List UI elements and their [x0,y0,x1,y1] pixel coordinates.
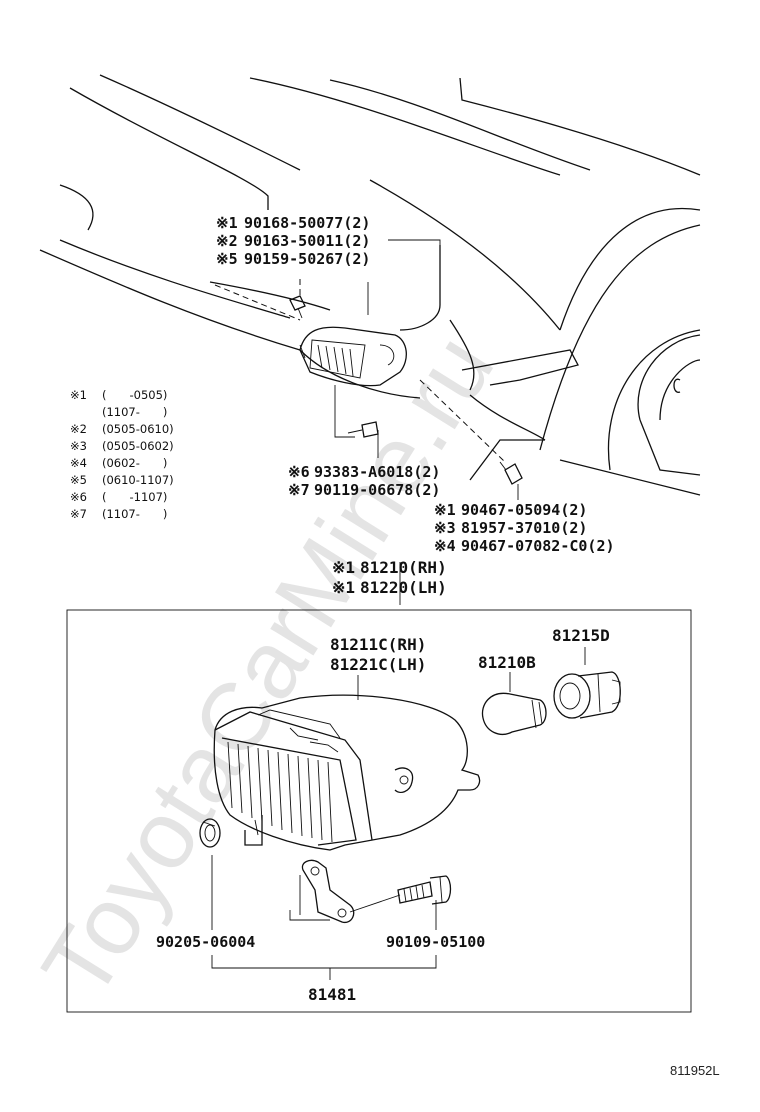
bumper-screw-right [499,461,523,485]
svg-text:※3: ※3 [70,439,87,453]
callout-assembly-lh: ※1 81220(LH) [332,578,447,597]
svg-text:※1: ※1 [434,501,456,519]
svg-text:( -0505): ( -0505) [102,388,167,402]
callout-right-3: ※4 90467-07082-C0(2) [434,537,615,555]
label-bolt: 90109-05100 [386,933,485,951]
svg-text:※6: ※6 [288,463,310,481]
diagram-code: 811952L [670,1063,720,1078]
bulb-icon [481,692,547,735]
svg-text:※5: ※5 [70,473,87,487]
svg-text:(0610-1107): (0610-1107) [102,473,174,487]
legend: ※1 ( -0505) (1107- ) ※2 (0505-0610) ※3 (… [70,388,174,521]
svg-text:90467-07082-C0(2): 90467-07082-C0(2) [461,537,615,555]
fog-lamp-housing [213,694,481,851]
svg-text:(1107- ): (1107- ) [102,405,167,419]
svg-text:※2: ※2 [216,232,238,250]
svg-text:( -1107): ( -1107) [102,490,167,504]
svg-text:※1: ※1 [70,388,87,402]
svg-text:※7: ※7 [288,481,310,499]
callout-mid-1: ※6 93383-A6018(2) [288,463,440,481]
svg-text:(0505-0610): (0505-0610) [102,422,174,436]
callout-top-2: ※2 90163-50011(2) [216,232,370,250]
bolt-icon [397,875,452,905]
svg-text:93383-A6018(2): 93383-A6018(2) [314,463,440,481]
label-housing-lh: 81221C(LH) [330,655,426,674]
callout-mid-2: ※7 90119-06678(2) [288,481,440,499]
svg-text:90467-05094(2): 90467-05094(2) [461,501,587,519]
watermark: ToyotaCarMine.ru [22,317,514,1016]
svg-text:※1: ※1 [332,578,355,597]
svg-text:90159-50267(2): 90159-50267(2) [244,250,370,268]
callout-right-1: ※1 90467-05094(2) [434,501,587,519]
svg-text:※4: ※4 [70,456,87,470]
assembly-box [66,609,692,1013]
socket-icon [553,671,621,719]
svg-text:81210(RH): 81210(RH) [360,558,447,577]
clip-icon [199,818,221,848]
svg-text:※7: ※7 [70,507,87,521]
callout-top-1: ※1 90168-50077(2) [216,214,370,232]
bracket-icon [301,859,355,924]
svg-text:※3: ※3 [434,519,456,537]
bumper-screw-top [289,295,306,319]
label-bulb: 81210B [478,653,536,672]
label-housing-rh: 81211C(RH) [330,635,426,654]
svg-text:※5: ※5 [216,250,238,268]
callout-right-2: ※3 81957-37010(2) [434,519,587,537]
svg-text:※1: ※1 [216,214,238,232]
svg-text:※6: ※6 [70,490,87,504]
label-bracket: 81481 [308,985,356,1004]
svg-text:81957-37010(2): 81957-37010(2) [461,519,587,537]
svg-text:(1107- ): (1107- ) [102,507,167,521]
svg-text:(0602- ): (0602- ) [102,456,167,470]
label-clip: 90205-06004 [156,933,255,951]
svg-text:90119-06678(2): 90119-06678(2) [314,481,440,499]
svg-text:※4: ※4 [434,537,456,555]
svg-text:90168-50077(2): 90168-50077(2) [244,214,370,232]
svg-text:※2: ※2 [70,422,87,436]
label-socket: 81215D [552,626,610,645]
callout-assembly-rh: ※1 81210(RH) [332,558,447,577]
svg-text:※1: ※1 [332,558,355,577]
svg-text:90163-50011(2): 90163-50011(2) [244,232,370,250]
svg-text:81220(LH): 81220(LH) [360,578,447,597]
fog-lamp-installed [299,326,407,387]
callout-top-3: ※5 90159-50267(2) [216,250,370,268]
svg-text:(0505-0602): (0505-0602) [102,439,174,453]
